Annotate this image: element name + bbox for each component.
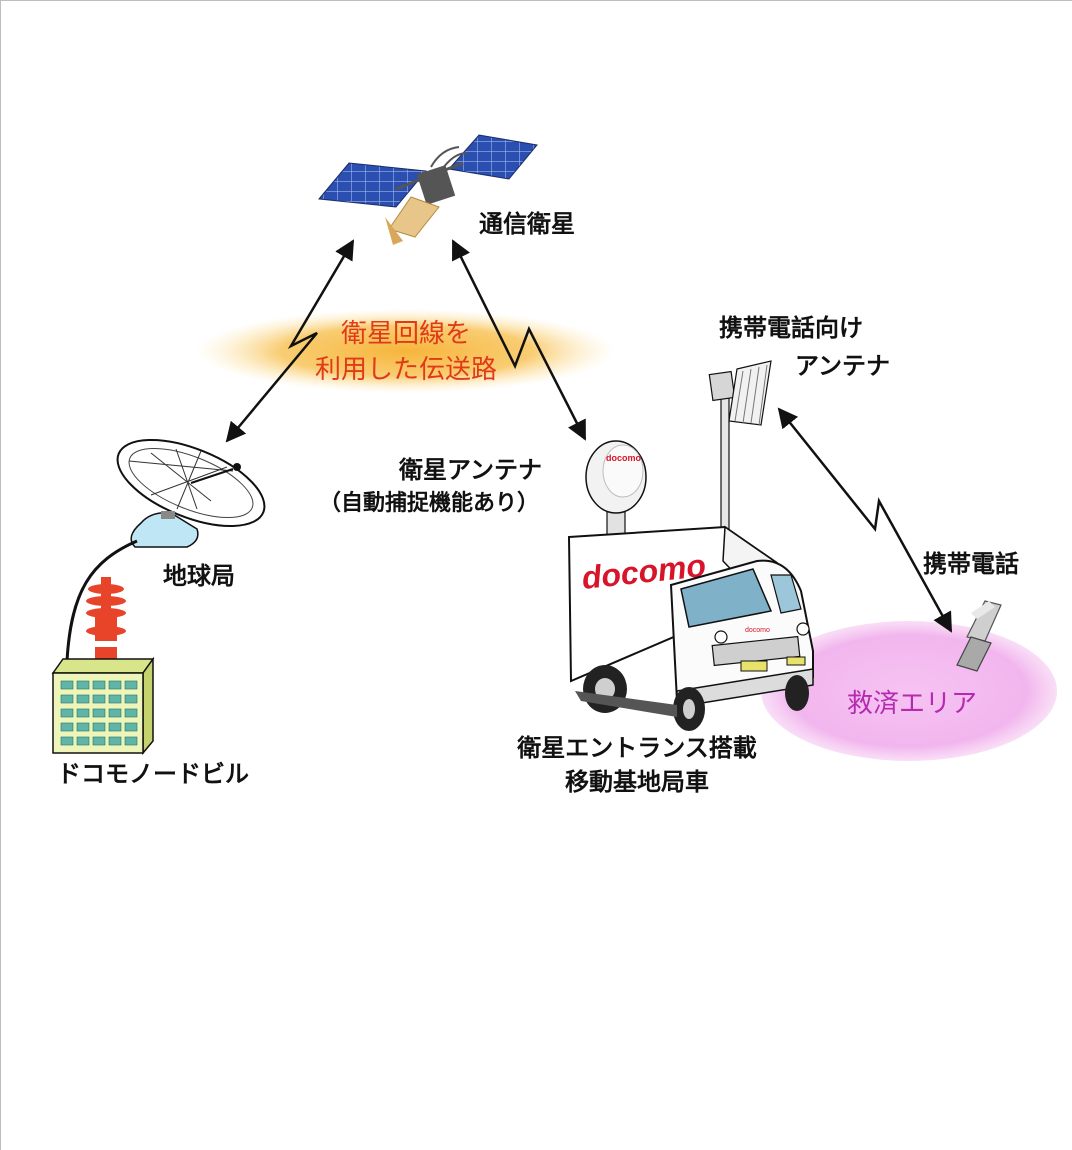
mobile-antenna-label-line2: アンテナ [795,352,891,380]
satellite-antenna-label-line2: （自動捕捉機能あり） [319,491,540,516]
vehicle-label-line2: 移動基地局車 [565,768,709,796]
mobile-phone-label: 携帯電話 [923,550,1019,578]
vehicle-label-line1: 衛星エントランス搭載 [517,734,757,762]
mobile-phone-icon [956,600,1002,672]
truck-icon: docomo docomo docomo [567,440,814,731]
satellite-icon [318,134,538,245]
earth-station-dish-icon [116,439,266,548]
uplink-arrow-left [225,239,355,443]
satellite-antenna-label-line1: 衛星アンテナ [399,456,543,484]
ground-cable [65,539,138,662]
cell-link-arrow [777,407,953,633]
transmission-band-line2: 利用した伝送路 [314,355,497,385]
cell-antenna-icon [708,360,772,534]
node-building-icon [51,577,155,756]
node-building-label: ドコモノードビル [57,760,249,788]
dish-logo: docomo [606,453,642,463]
mobile-antenna-label-line1: 携帯電話向け [719,314,863,342]
panel-logo: docomo [745,627,770,634]
rescue-area-label: 救済エリア [847,689,978,719]
transmission-band-line1: 衛星回線を [340,319,471,349]
satellite-label: 通信衛星 [479,210,575,238]
earth-station-label: 地球局 [163,562,235,590]
uplink-arrow-right [451,239,587,441]
satellite-antenna-icon: docomo [585,440,647,542]
